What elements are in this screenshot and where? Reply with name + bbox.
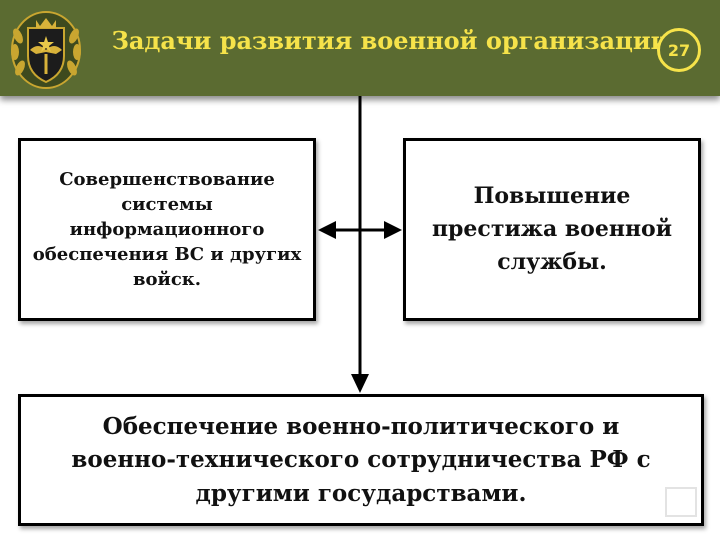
right-arrow-head — [384, 221, 402, 239]
left-arrow-head — [318, 221, 336, 239]
slide-title: Задачи развития военной организации — [111, 26, 669, 55]
down-arrow-head — [351, 374, 369, 393]
task-text-information-support: Совершенствование системы информационног… — [32, 168, 302, 291]
army-emblem-icon — [11, 11, 81, 89]
header-bar: Задачи развития военной организации 27 — [0, 0, 720, 96]
task-box-service-prestige: Повышение престижа военной службы. — [403, 138, 701, 321]
page-number-badge: 27 — [657, 28, 701, 72]
task-text-service-prestige: Повышение престижа военной службы. — [431, 183, 673, 275]
task-box-cooperation: Обеспечение военно-политического и военн… — [18, 394, 704, 526]
task-box-information-support: Совершенствование системы информационног… — [18, 138, 316, 321]
task-text-cooperation: Обеспечение военно-политического и военн… — [71, 412, 651, 507]
nav-square-icon[interactable] — [665, 487, 697, 517]
